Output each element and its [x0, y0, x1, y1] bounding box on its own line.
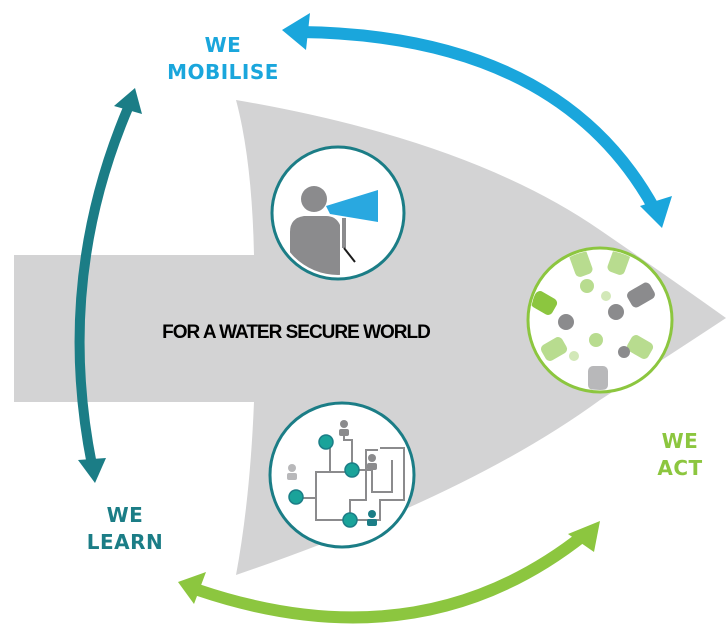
we-mobilise-line1: WE	[204, 33, 242, 57]
we-act-label: WE ACT	[632, 428, 726, 482]
network-icon	[268, 401, 416, 549]
we-learn-label: WE LEARN	[70, 502, 180, 556]
we-learn-line2: LEARN	[86, 530, 164, 554]
we-mobilise-line2: MOBILISE	[167, 60, 279, 84]
people-circle-icon	[526, 246, 674, 394]
we-act-line1: WE	[661, 429, 699, 453]
arrow-shape	[14, 100, 726, 575]
tagline: FOR A WATER SECURE WORLD	[162, 322, 431, 343]
we-mobilise-label: WE MOBILISE	[148, 32, 298, 86]
we-learn-line1: WE	[106, 503, 144, 527]
mobilise-learn-arrow	[74, 88, 142, 483]
megaphone-person-icon	[270, 145, 406, 281]
mobilise-act-arrow	[282, 13, 672, 228]
we-act-line2: ACT	[657, 456, 703, 480]
learn-act-arrow	[178, 521, 600, 624]
